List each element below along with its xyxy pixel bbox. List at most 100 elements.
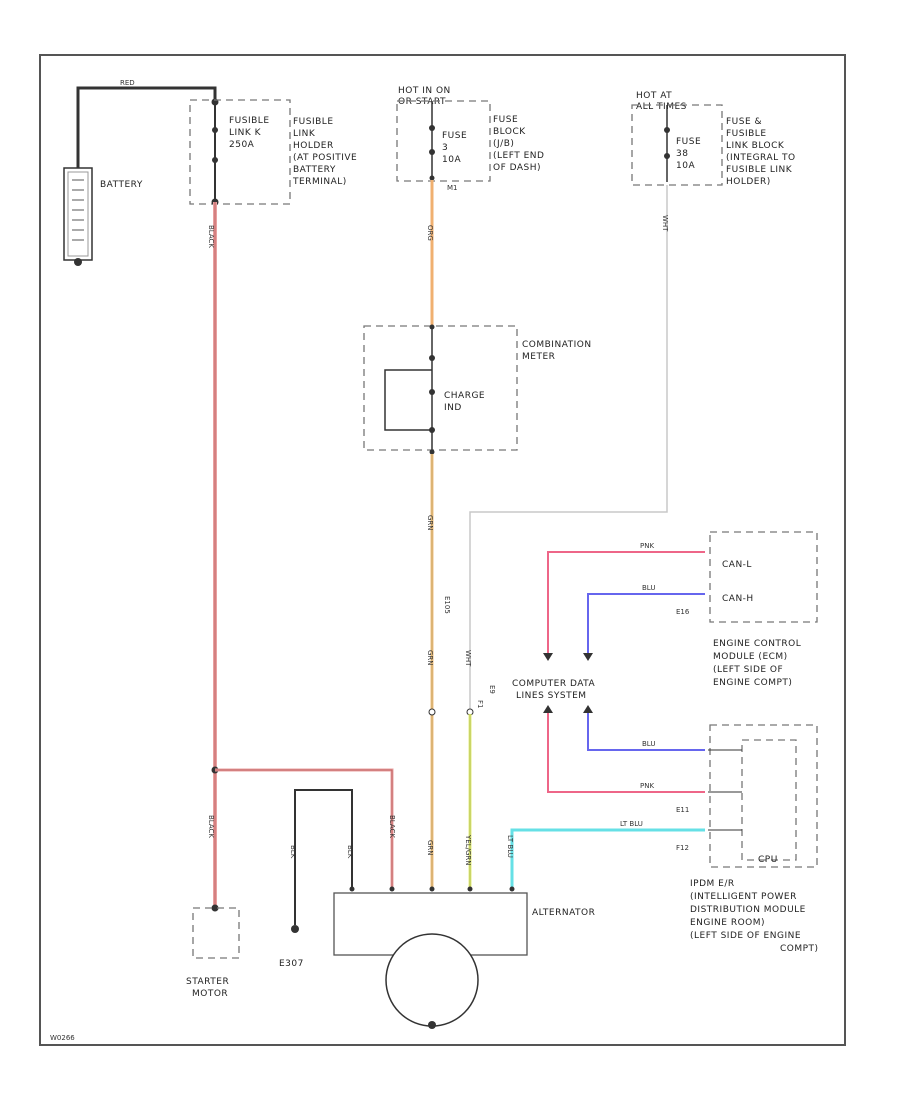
- fuse-3-label-1: FUSE: [442, 131, 467, 141]
- alt-b-wire-label: BLACK: [388, 815, 396, 838]
- can-l-ecm-color: PNK: [640, 542, 654, 550]
- red-cable-label-top: BLACK: [207, 225, 215, 248]
- combination-meter-box: [363, 325, 518, 451]
- cdl-label-2: LINES SYSTEM: [516, 691, 587, 701]
- ipdm-box: [709, 724, 818, 868]
- fuse-link-block-label-6: HOLDER): [726, 177, 771, 187]
- hot-run-start-1: HOT IN ON: [398, 86, 451, 96]
- can-h-ipdm-color: BLU: [642, 740, 655, 748]
- can-h-wire-ecm: [587, 593, 705, 655]
- l-wire-label-1: GRN: [426, 515, 434, 531]
- connector-m1-label: M1: [447, 184, 458, 192]
- fuse-38-label-1: FUSE: [676, 137, 701, 147]
- white-wire-label: WHT: [661, 215, 669, 232]
- fuse-link-block-label-3: LINK BLOCK: [726, 141, 785, 151]
- ecm-box: [709, 531, 818, 623]
- fuse-38-label-2: 38: [676, 149, 688, 159]
- ground-wire-label: BLK: [289, 845, 297, 859]
- connector-f12-label: F12: [676, 844, 689, 852]
- orange-wire-label: ORG: [426, 225, 434, 241]
- s-wire-label: YEL/GRN: [464, 834, 472, 865]
- fusible-link-rating-3: 250A: [229, 140, 255, 150]
- fuse-block-label-1: FUSE: [493, 115, 518, 125]
- combination-meter-label-2: METER: [522, 352, 555, 362]
- ecm-label-4: ENGINE COMPT): [713, 678, 792, 688]
- fuse-block-box: [396, 100, 491, 182]
- can-l-wire-ipdm: [547, 713, 705, 793]
- fuse-link-block-box: [631, 104, 723, 186]
- fusible-link-holder-2: LINK: [293, 129, 316, 139]
- fusible-link-holder-box: [189, 99, 291, 205]
- white-wire-label-lower: WHT: [464, 650, 472, 667]
- combination-meter-label-1: COMBINATION: [522, 340, 592, 350]
- charge-ind-label-2: IND: [444, 403, 462, 413]
- cpu-label: CPU: [758, 855, 778, 865]
- connector-e16-label: E16: [676, 608, 690, 616]
- ground-e307-label: E307: [279, 959, 304, 969]
- connector-e105-label: E105: [443, 596, 451, 614]
- connector-e9-label: E9: [488, 685, 496, 694]
- ipdm-label-5: (LEFT SIDE OF ENGINE: [690, 931, 801, 941]
- fuse-link-block-label-4: (INTEGRAL TO: [726, 153, 796, 163]
- can-l-wire-ecm: [547, 551, 705, 655]
- l-wire-label-3: GRN: [426, 840, 434, 856]
- ipdm-label-3: DISTRIBUTION MODULE: [690, 905, 806, 915]
- fusible-link-holder-6: TERMINAL): [292, 177, 347, 187]
- red-branch-to-alternator: [215, 768, 394, 888]
- fusible-link-rating-1: FUSIBLE: [229, 116, 270, 126]
- battery-label: BATTERY: [100, 180, 143, 190]
- connector-f1-label: F1: [476, 700, 484, 708]
- l-wire-label-2: GRN: [426, 650, 434, 666]
- fuse-38-label-3: 10A: [676, 161, 695, 171]
- fusible-link-holder-3: HOLDER: [293, 141, 334, 151]
- can-h-wire-ipdm: [587, 713, 705, 751]
- ipdm-label-1: IPDM E/R: [690, 879, 735, 889]
- fusible-link-holder-5: BATTERY: [293, 165, 336, 175]
- lt-blu-wire-label: LT BLU: [506, 835, 514, 858]
- hot-run-start-2: OR START: [398, 97, 446, 107]
- fusible-link-holder-4: (AT POSITIVE: [293, 153, 357, 163]
- ground-wire-alt: [294, 789, 353, 925]
- battery-cable: [76, 86, 217, 168]
- fuse-block-label-2: BLOCK: [493, 127, 526, 137]
- ecm-canh-label: CAN-H: [722, 594, 754, 604]
- ecm-label-3: (LEFT SIDE OF: [713, 665, 783, 675]
- starter-motor-label-1: STARTER: [186, 977, 229, 987]
- starter-motor-label-2: MOTOR: [192, 989, 228, 999]
- ecm-canl-label: CAN-L: [722, 560, 752, 570]
- fuse-link-block-label-1: FUSE &: [726, 117, 762, 127]
- can-l-ipdm-color: PNK: [640, 782, 654, 790]
- cdl-label-1: COMPUTER DATA: [512, 679, 595, 689]
- ipdm-label-2: (INTELLIGENT POWER: [690, 892, 797, 902]
- fuse-link-block-label-5: FUSIBLE LINK: [726, 165, 793, 175]
- figure-id: W0266: [50, 1034, 75, 1042]
- alternator-rotor: [385, 933, 479, 1027]
- fuse-3-label-2: 3: [442, 143, 448, 153]
- ecm-label-1: ENGINE CONTROL: [713, 639, 801, 649]
- alt-ground-wire-label: BLK: [346, 845, 354, 859]
- ipdm-label-4: ENGINE ROOM): [690, 918, 765, 928]
- ipdm-cpu-box: [741, 739, 797, 861]
- white-sense-wire: [469, 185, 668, 712]
- diagram-frame: [39, 54, 846, 1046]
- battery-cable-color: RED: [120, 79, 135, 87]
- fusible-link-holder-1: FUSIBLE: [293, 117, 334, 127]
- connector-e11-label: E11: [676, 806, 689, 814]
- fuse-link-block-label-2: FUSIBLE: [726, 129, 767, 139]
- lt-blu-wire: [510, 828, 705, 888]
- fuse-block-label-3: (J/B): [493, 139, 514, 149]
- lt-blu-wire-color: LT BLU: [620, 820, 643, 828]
- red-cable-label-bottom: BLACK: [207, 815, 215, 838]
- fuse-block-label-5: OF DASH): [493, 163, 541, 173]
- ipdm-label-6: COMPT): [780, 944, 819, 954]
- charge-ind-label-1: CHARGE: [444, 391, 485, 401]
- fuse-3-label-3: 10A: [442, 155, 461, 165]
- fusible-link-rating-2: LINK K: [229, 128, 262, 138]
- fuse-block-label-4: (LEFT END: [493, 151, 544, 161]
- hot-all-times-1: HOT AT: [636, 91, 672, 101]
- hot-all-times-2: ALL TIMES: [636, 102, 687, 112]
- alternator-label: ALTERNATOR: [532, 908, 595, 918]
- can-h-ecm-color: BLU: [642, 584, 655, 592]
- ecm-label-2: MODULE (ECM): [713, 652, 788, 662]
